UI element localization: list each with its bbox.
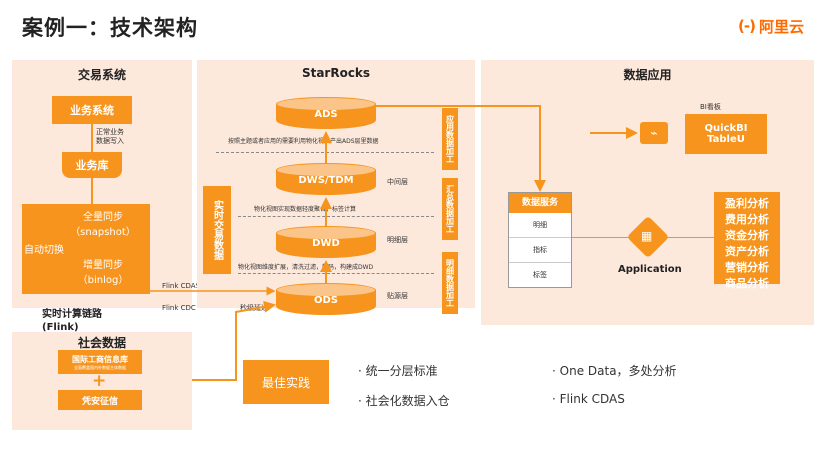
data-service-panel: 数据服务 明细 指标 标签 [508,192,572,288]
incr-sync-label: 增量同步 （binlog） [77,260,129,286]
layer-dws-label: DWS/TDM [298,175,354,186]
analysis-marketing: 营销分析 [725,261,769,274]
side-label-dws: 中间层 [387,178,408,186]
analysis-asset: 资产分析 [725,245,769,258]
biz-system-box: 业务系统 [52,96,132,124]
layer-dwd: DWD [276,226,376,258]
analyses-box: 盈利分析 费用分析 资金分析 资产分析 营销分析 商品分析 [714,192,780,290]
bullet-left-1-text: 统一分层标准 [365,364,438,378]
layer-dwd-label: DWD [312,238,340,249]
best-practice-box: 最佳实践 [243,360,329,404]
layer-ods: ODS [276,283,376,315]
quickbi-box: QuickBI TableU [685,114,767,154]
bi-label: BI看板 [700,103,721,111]
apps-panel-title: 数据应用 [623,68,672,82]
connector-to-analyses [664,237,714,238]
bullet-right-1: · One Data，多处分析 [552,364,677,378]
layer-ads: ADS [276,97,376,129]
arrow-db-to-sync [91,178,93,204]
service-item-metric: 指标 [509,238,571,263]
analysis-profit: 盈利分析 [725,197,769,210]
data-service-title: 数据服务 [509,193,571,213]
biz-db-box: 业务库 [62,152,122,178]
line-social-to-ods [192,300,276,381]
layer-dwd-top [276,226,376,240]
flink-cdas-label: Flink CDAS [162,282,201,290]
page-title: 案例一：技术架构 [22,16,198,40]
note-ods: 物化视图维度扩展，清洗过滤，转码，构建成DWD [238,264,374,271]
layer-dws-top [276,163,376,177]
connector-to-application [572,237,632,238]
application-label: Application [618,264,682,275]
starrocks-panel-title: StarRocks [301,66,371,80]
layer-ods-label: ODS [313,295,338,306]
bullet-left-2: · 社会化数据入仓 [358,394,450,408]
bullet-right-1-text: One Data，多处分析 [559,364,677,378]
arrow-biz-to-db [91,124,93,152]
layer-ods-top [276,283,376,297]
service-item-tag: 标签 [533,271,547,279]
bullet-right-2-text: Flink CDAS [559,392,625,406]
note-ads: 按照主题或者应用的需要利用物化视图产出ADS层里数据 [228,138,379,145]
bullet-right-2: · Flink CDAS [552,392,625,406]
credit-box: 凭安征信 [58,390,142,410]
plus-icon: + [92,371,107,391]
service-item-detail: 明细 [509,213,571,238]
write-note: 正常业务 数据写入 [96,128,124,145]
biz-info-db-box: 国际工商信息库 全面覆盖国内外数据主体数据 [58,350,142,374]
line-ads-to-service [376,105,546,192]
full-sync-label: 全量同步 （snapshot） [70,212,136,238]
sync-box [22,204,150,294]
layer-ads-label: ADS [314,109,338,120]
chart-icon: ⌁ [640,122,668,144]
separator-3 [238,273,434,274]
side-label-ods: 贴源层 [387,292,408,300]
realtime-trade-box: 实时交易数据 [203,186,231,274]
analysis-product: 商品分析 [725,277,769,290]
tag-detail-processing: 明细数据加工 [442,252,458,314]
side-label-dwd: 明细层 [387,236,408,244]
aliyun-logo: (-) 阿里云 [738,14,804,38]
bullet-left-2-text: 社会化数据入仓 [365,394,450,408]
separator-2 [238,216,434,217]
analysis-cost: 费用分析 [725,213,769,226]
trading-panel-title: 交易系统 [77,68,126,82]
social-panel-title: 社会数据 [77,336,126,350]
aliyun-logo-text: 阿里云 [758,17,804,36]
biz-info-db-label: 国际工商信息库 [72,354,128,364]
note-dwd: 物化视图实现数据轻度聚合，标签计算 [254,206,357,213]
tag-app-processing: 应用数据加工 [442,108,458,170]
auto-switch-label: 自动切换 [24,245,64,256]
aliyun-logo-icon: (-) [738,17,756,35]
bullet-left-1: · 统一分层标准 [358,364,438,378]
layer-dws: DWS/TDM [276,163,376,195]
flink-cdc-label: Flink CDC [162,304,196,312]
realtime-chain-label: 实时计算链路 (Flink) [42,309,102,333]
analysis-fund: 资金分析 [725,229,769,242]
tag-summary-processing: 汇总数据加工 [442,178,458,240]
biz-info-db-sub: 全面覆盖国内外数据主体数据 [74,364,126,370]
layer-ads-top [276,97,376,111]
social-panel [12,332,192,430]
application-icon-glyph: ▦ [641,229,653,243]
